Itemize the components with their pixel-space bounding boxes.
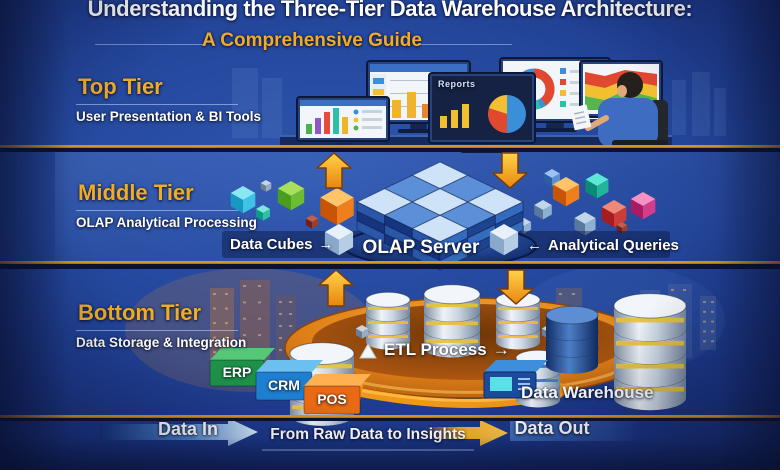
tier-top-divider (76, 104, 238, 105)
subtitle-flourish-left (95, 44, 203, 45)
tier-bottom-divider (76, 330, 238, 331)
arrow-left-icon: ← (527, 237, 542, 254)
tier-top-description: User Presentation & BI Tools (76, 109, 261, 124)
data-warehouse-label: Data Warehouse (521, 383, 654, 403)
source-pos-label: POS (304, 391, 360, 407)
etl-process-text: ETL Process (384, 340, 487, 360)
bi-dashboards-graphic (280, 58, 672, 153)
tier-middle-title: Middle Tier (78, 180, 194, 206)
analytical-queries-label: ← Analytical Queries (527, 237, 679, 254)
analytical-queries-text: Analytical Queries (548, 237, 679, 254)
tier-middle-divider (76, 210, 238, 211)
arrow-right-icon: → (493, 340, 510, 360)
flow-caption-underline (262, 449, 474, 451)
arrow-right-icon: → (319, 236, 334, 253)
data-out-label: Data Out (512, 418, 592, 439)
subtitle-flourish-right (420, 44, 512, 45)
data-cubes-text: Data Cubes (230, 236, 313, 253)
tier-separator-bottom (0, 415, 780, 421)
flow-caption-label: From Raw Data to Insights (260, 426, 476, 444)
tier-top-title: Top Tier (78, 74, 163, 100)
etl-process-label: ETL Process → (384, 340, 510, 360)
tier-middle-description: OLAP Analytical Processing (76, 215, 257, 230)
data-in-label: Data In (150, 419, 226, 440)
page-subtitle: A Comprehensive Guide (197, 30, 427, 52)
olap-server-label: OLAP Server (352, 237, 490, 259)
data-cubes-label: Data Cubes → (230, 236, 334, 253)
tier-bottom-title: Bottom Tier (78, 300, 201, 326)
reports-screen-label: Reports (438, 79, 476, 89)
tier-separator-middle (0, 261, 780, 269)
page-title: Understanding the Three-Tier Data Wareho… (0, 0, 780, 22)
tier-separator-top (0, 145, 780, 152)
tier-bottom-description: Data Storage & Integration (76, 335, 246, 350)
